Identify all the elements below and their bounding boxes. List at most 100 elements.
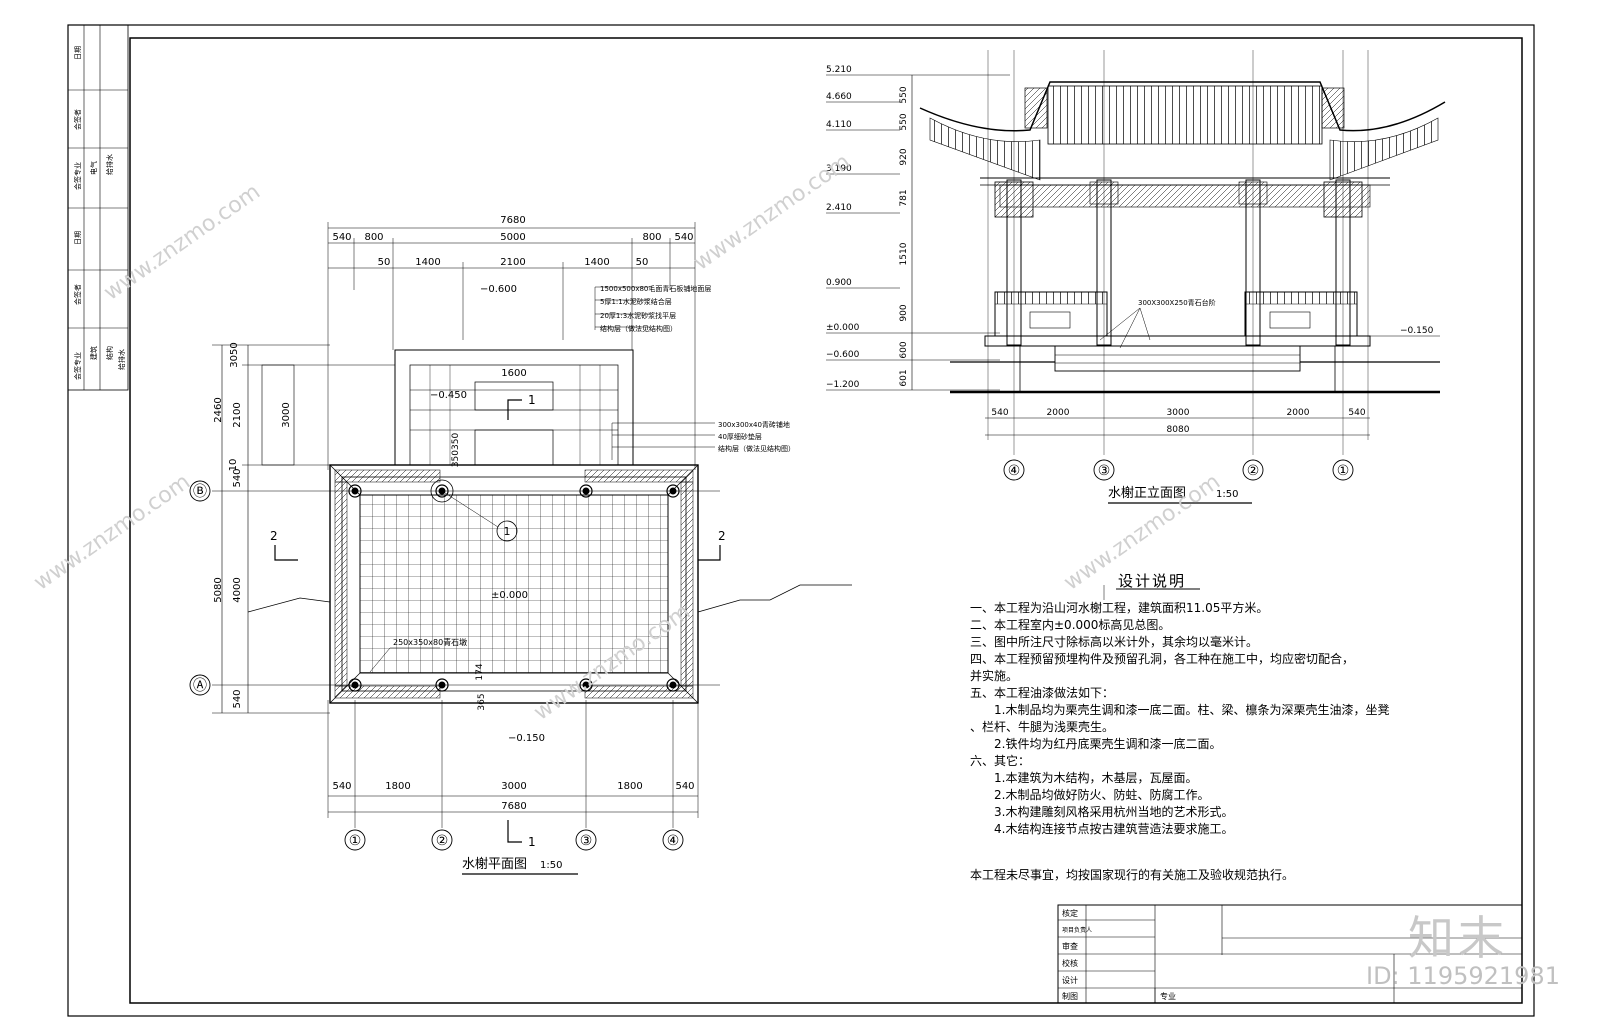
tb-row-1: 核定 [1062,908,1078,918]
plan-dim-left-a: 3050 [229,342,240,367]
note-line-3: 三、图中所注尺寸除标高以米计外，其余均以毫米计。 [970,635,1259,649]
note-line-2: 二、本工程室内±0.000标高见总图。 [970,618,1171,632]
brand-logo: 知末 [1408,911,1508,965]
side-cell-8: 会签专业 [73,352,82,380]
plan-dim-365: 365 [477,693,487,710]
elev-dim-5: 1510 [899,242,909,265]
plan-dim-left-c: 10 [228,459,239,472]
plan-dim-bottom-c: 3000 [501,781,526,792]
side-cell-4: 电气 [89,161,98,175]
elev-axis-2: ② [1247,463,1260,479]
side-cell-10: 结构 [105,346,114,360]
plan-callout-right-2: 40厚细砂垫层 [718,432,762,441]
plan-axis-4: ④ [667,833,680,849]
plan-axis-a: Ⓐ [193,678,207,694]
elevation-view [826,50,1446,504]
plan-dim-top2-d: 1400 [584,257,609,268]
note-line-11: 1.本建筑为木结构，木基层，瓦屋面。 [994,771,1198,785]
elev-level-5: 2.410 [826,203,852,213]
elev-level-9: −1.200 [826,380,860,390]
elev-dim-3: 920 [899,148,909,165]
side-cell-2: 会签者 [73,109,82,130]
elev-axis-4: ④ [1008,463,1021,479]
plan-dim-left-b: 2460 [213,397,224,422]
elev-dim-bottom-e: 540 [1348,408,1365,418]
elev-dim-bottom-c: 3000 [1167,408,1190,418]
plan-dim-inner-a: 2100 [232,402,243,427]
plan-section-mark-bottom: 1 [528,835,536,849]
elev-level-2: 4.660 [826,92,852,102]
elev-scale: 1:50 [1216,489,1238,500]
note-line-14: 4.木结构连接节点按古建筑营造法要求施工。 [994,822,1234,836]
elev-dim-6: 900 [899,304,909,321]
elev-level-8: −0.600 [826,350,860,360]
elev-axis-1: ① [1337,463,1350,479]
plan-dim-3000: 3000 [281,402,292,427]
tb-row-5: 设计 [1062,975,1078,985]
elev-level-1: 5.210 [826,65,852,75]
plan-axis-1: ① [349,833,362,849]
elev-axis-3: ③ [1098,463,1111,479]
elev-dim-bottom-b: 2000 [1047,408,1070,418]
note-line-12: 2.木制品均做好防火、防蛀、防腐工作。 [994,788,1210,802]
tb-row-2: 项目负责人 [1062,926,1092,934]
plan-dim-174: 174 [475,663,485,680]
elev-dim-total: 8080 [1167,425,1190,435]
tb-row-3: 审查 [1062,941,1078,951]
note-line-10: 六、其它： [970,754,1031,768]
plan-callout-top-4: 结构层（做法见结构图） [600,324,677,333]
plan-callout-top-3: 20厚1:3水泥砂浆找平层 [600,311,676,320]
plan-dim-inner-b: 540 [232,468,243,487]
tb-row-4: 校核 [1062,958,1078,968]
plan-elev-step: −0.450 [430,390,467,401]
elev-stone-note: 300X300X250青石台阶 [1138,298,1216,307]
note-line-9: 2.铁件均为红丹底栗壳生调和漆一底二面。 [994,737,1222,751]
note-line-13: 3.木构建雕刻风格采用杭州当地的艺术形式。 [994,805,1234,819]
plan-dim-total-bottom: 7680 [501,801,526,812]
inner-border [129,37,1523,1004]
plan-dim-inner-c: 4000 [232,577,243,602]
side-cell-3: 会签专业 [73,162,82,190]
plan-title: 水榭平面图 [462,856,527,872]
elev-level-7: ±0.000 [826,323,860,333]
plan-dim-total: 7680 [500,215,525,226]
plan-dim-inner-d: 540 [232,689,243,708]
plan-dim-1600: 1600 [501,368,526,379]
plan-dim-350: 350350 [451,433,461,468]
plan-beam-note: 250x350x80青石墩 [393,637,467,647]
plan-dim-top1-a: 540 [332,232,351,243]
elev-elev-right: −0.150 [1400,326,1434,336]
elev-dim-bottom-d: 2000 [1287,408,1310,418]
plan-scale: 1:50 [540,860,562,871]
plan-view [189,222,852,875]
elev-dim-2: 550 [899,113,909,130]
side-cell-6: 日期 [74,231,82,245]
plan-elev-bottom: −0.150 [508,733,545,744]
note-line-7: 1.木制品均为栗壳生调和漆一底二面。柱、梁、檩条为深栗壳生油漆，坐凳 [994,703,1390,717]
elev-dim-8: 601 [899,369,909,386]
notes-final: 本工程未尽事宜，均按国家现行的有关施工及验收规范执行。 [970,868,1295,882]
plan-dim-top1-e: 540 [674,232,693,243]
side-cell-7: 会签者 [73,284,82,305]
note-line-4: 四、本工程预留预埋构件及预留孔洞，各工种在施工中，均应密切配合， [970,652,1355,666]
plan-dim-left-d: 5080 [213,577,224,602]
side-cell-9: 建筑 [89,346,98,360]
plan-dim-bottom-e: 540 [675,781,694,792]
image-id: ID: 1195921981 [1366,962,1560,990]
elev-level-4: 3.190 [826,164,852,174]
plan-section-mark-top: 1 [528,393,536,407]
tb-row-6: 制图 [1062,991,1078,1001]
side-block-labels: 日期 会签者 会签专业 电气 给排水 日期 会签者 会签专业 建筑 结构 给排水 [73,46,126,380]
plan-axis-2: ② [436,833,449,849]
plan-axis-b: Ⓑ [193,484,207,500]
elev-level-3: 4.110 [826,120,852,130]
note-line-6: 五、本工程油漆做法如下： [970,686,1115,700]
plan-axis-3: ③ [580,833,593,849]
plan-detail-mark: 1 [504,525,511,538]
tb-discipline: 专业 [1160,991,1176,1001]
elev-dim-bottom-a: 540 [991,408,1008,418]
plan-elev-top: −0.600 [480,284,517,295]
plan-dim-top1-d: 800 [642,232,661,243]
